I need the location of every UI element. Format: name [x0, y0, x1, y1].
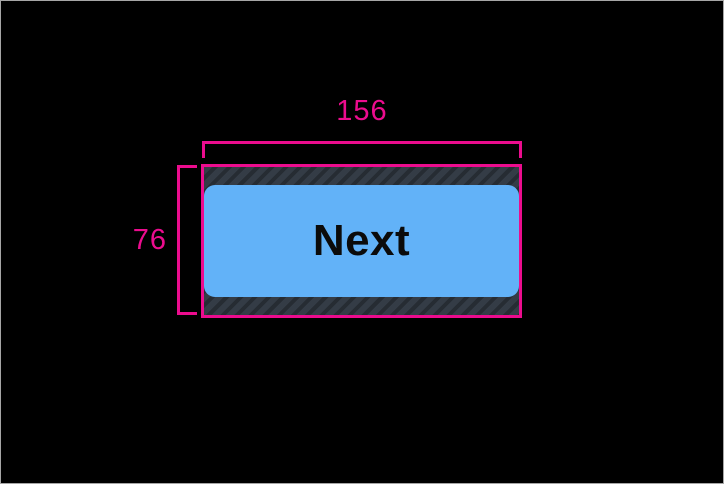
next-button[interactable]: Next — [204, 185, 519, 297]
width-measure-bracket — [202, 141, 522, 158]
width-dimension-label: 156 — [336, 95, 388, 127]
height-dimension-label: 76 — [132, 223, 167, 256]
touch-target-highlight: Next — [201, 164, 522, 318]
height-measure-bracket — [177, 165, 197, 315]
